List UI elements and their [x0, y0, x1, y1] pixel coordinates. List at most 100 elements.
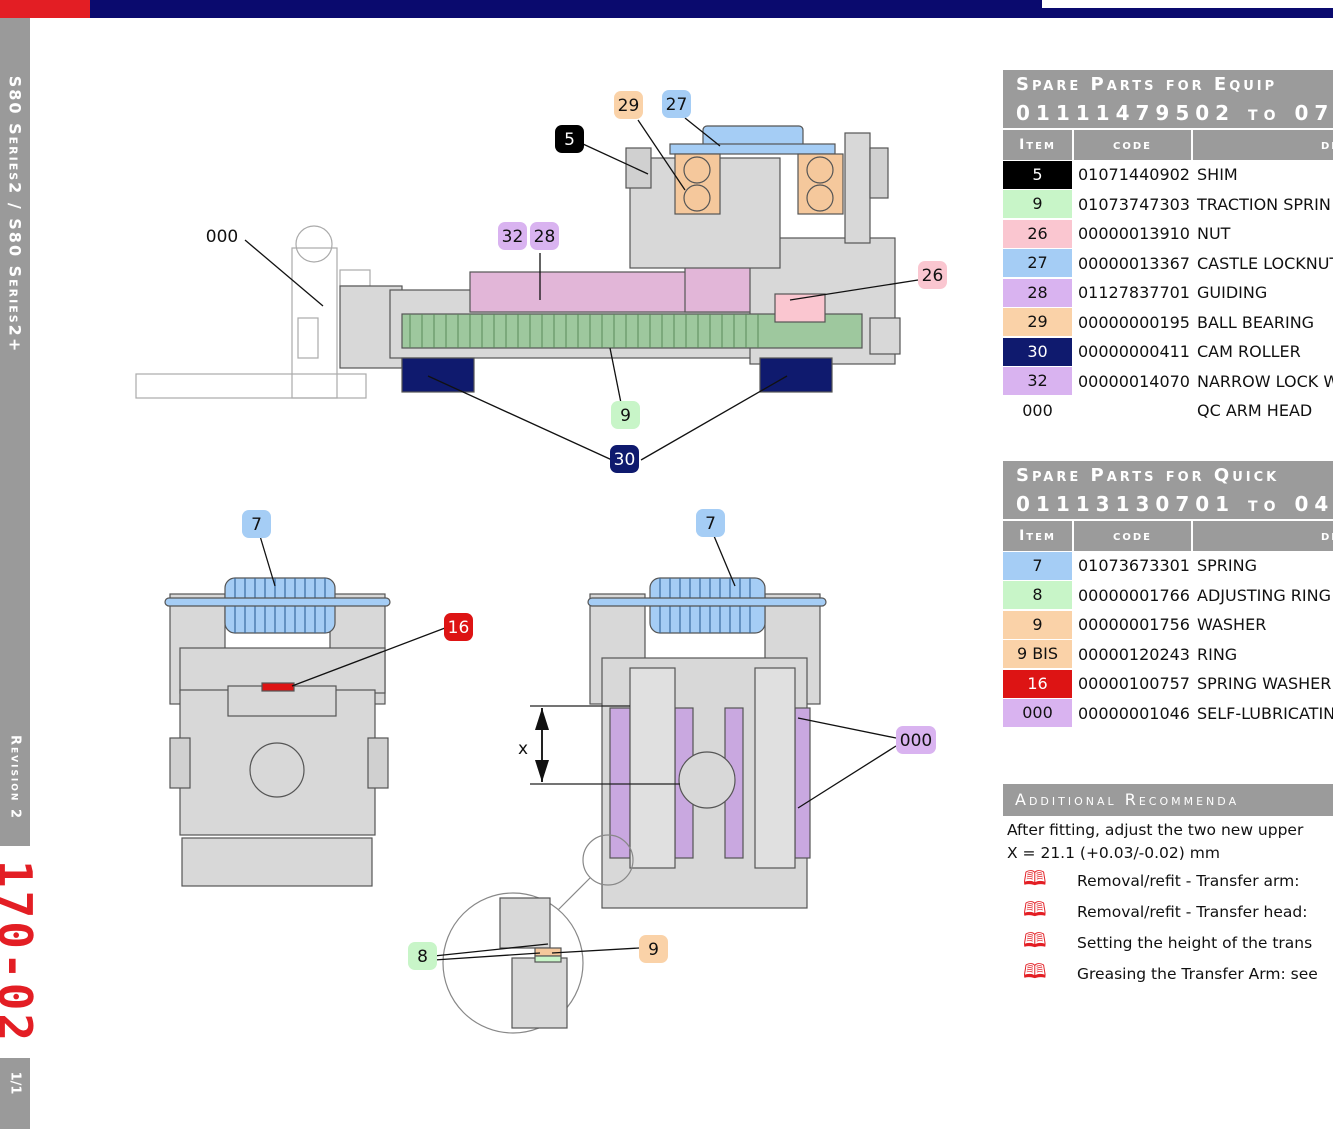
table1-range: 01111479502 to 07 [1016, 101, 1333, 125]
part-description: CASTLE LOCKNUT [1197, 253, 1333, 273]
book-icon: 🕮 [1023, 896, 1047, 921]
svg-text:32: 32 [502, 227, 524, 247]
part-code: 00000014070 [1078, 371, 1190, 391]
callout-5: 5 [555, 125, 584, 153]
callout-arm-head: 000 [206, 227, 238, 247]
parts-row: 9 01073747303 TRACTION SPRIN [1003, 190, 1333, 220]
item-badge: 9 [1003, 190, 1072, 219]
item-badge: 7 [1003, 551, 1072, 580]
part-description: RING [1197, 644, 1238, 664]
callout-28: 28 [530, 222, 559, 250]
part-description: SHIM [1197, 165, 1238, 185]
top-banner-red-block [0, 0, 90, 18]
table1-body: 5 01071440902 SHIM 9 01073747303 TRACTION SPR… [1003, 160, 1333, 426]
item-badge: 16 [1003, 669, 1072, 698]
part-description: SPRING [1197, 556, 1258, 576]
spare-parts-table-equipment: Spare Parts for Equip 01111479502 to 07 … [1003, 70, 1333, 426]
table2-column-headers: Item code de [1003, 519, 1333, 551]
col-item: Item [1003, 521, 1074, 551]
page-count: 1/1 [7, 1071, 23, 1095]
item-badge: 27 [1003, 249, 1072, 278]
item-badge: 000 [1003, 699, 1072, 728]
callout-7-right: 7 [696, 509, 725, 537]
svg-text:9: 9 [648, 940, 659, 960]
part-description: QC ARM HEAD [1197, 401, 1313, 421]
table1-title: Spare Parts for Equip [1016, 74, 1278, 95]
part-description: TRACTION SPRIN [1197, 194, 1331, 214]
svg-text:30: 30 [614, 450, 636, 470]
part-code: 01073747303 [1078, 194, 1190, 214]
table1-column-headers: Item code de [1003, 128, 1333, 160]
part-description: BALL BEARING [1197, 312, 1315, 332]
table2-range: 01113130701 to 04 [1016, 492, 1333, 516]
svg-text:26: 26 [922, 266, 944, 286]
reference-link-label: Removal/refit - Transfer head: [1077, 902, 1308, 921]
part-code: 00000001046 [1078, 703, 1190, 723]
exploded-drawing: 5 29 27 32 28 26 9 30 000 [135, 90, 947, 1034]
svg-text:7: 7 [705, 514, 716, 534]
item-badge: 9 BIS [1003, 640, 1072, 669]
item-badge: 9 [1003, 610, 1072, 639]
spring-assembly-left-drawing [164, 577, 391, 887]
svg-text:29: 29 [618, 96, 640, 116]
item-badge: 5 [1003, 160, 1072, 189]
callout-26: 26 [918, 261, 947, 289]
reference-link-label: Greasing the Transfer Arm: see [1077, 964, 1318, 983]
svg-text:28: 28 [534, 227, 556, 247]
recommendations-line-1: After fitting, adjust the two new upper [1007, 821, 1304, 839]
reference-link[interactable]: 🕮 Setting the height of the trans [1003, 927, 1333, 958]
part-code: 00000001766 [1078, 585, 1190, 605]
dimension-x-label: x [518, 739, 528, 759]
book-icon: 🕮 [1023, 927, 1047, 952]
spare-parts-table-quick-change: Spare Parts for Quick 01113130701 to 04 … [1003, 461, 1333, 728]
reference-link[interactable]: 🕮 Removal/refit - Transfer head: [1003, 896, 1333, 927]
part-description: SELF-LUBRICATIN [1197, 703, 1333, 723]
recommendations-text: After fitting, adjust the two new upper … [1003, 819, 1333, 865]
callout-16: 16 [444, 613, 473, 641]
table1-header: Spare Parts for Equip 01111479502 to 07 [1003, 70, 1333, 128]
top-banner-white-block [1042, 0, 1333, 8]
part-description: GUIDING [1197, 283, 1268, 303]
svg-text:27: 27 [666, 95, 688, 115]
reference-link[interactable]: 🕮 Removal/refit - Transfer arm: [1003, 865, 1333, 896]
svg-text:7: 7 [251, 515, 262, 535]
page-code-box [0, 846, 30, 1058]
col-code: code [1074, 521, 1193, 551]
item-badge: 30 [1003, 337, 1072, 366]
part-code: 00000013910 [1078, 224, 1190, 244]
callout-badges: 5 29 27 32 28 26 9 30 000 [206, 90, 947, 970]
reference-link[interactable]: 🕮 Greasing the Transfer Arm: see [1003, 958, 1333, 989]
part-code: 00000000195 [1078, 312, 1190, 332]
series-title: S80 Series2 / S80 Series2+ [5, 75, 25, 354]
part-code: 00000001756 [1078, 615, 1190, 635]
table2-title: Spare Parts for Quick [1016, 465, 1280, 486]
item-badge: 29 [1003, 308, 1072, 337]
book-icon: 🕮 [1023, 958, 1047, 983]
revision-label: Revision 2 [7, 734, 23, 821]
callout-27: 27 [662, 90, 691, 118]
item-badge: 28 [1003, 278, 1072, 307]
part-description: CAM ROLLER [1197, 342, 1301, 362]
col-code: code [1074, 130, 1193, 160]
col-desc: de [1321, 137, 1333, 153]
callout-32: 32 [498, 222, 527, 250]
item-badge: 8 [1003, 581, 1072, 610]
part-code: 01071440902 [1078, 165, 1190, 185]
col-desc: de [1321, 528, 1333, 544]
item-badge: 000 [1003, 396, 1072, 425]
callout-9-detail: 9 [639, 935, 668, 963]
part-description: SPRING WASHER [1197, 674, 1332, 694]
svg-text:000: 000 [900, 731, 932, 751]
callout-7-left: 7 [242, 510, 271, 538]
callout-9-top: 9 [611, 401, 640, 429]
callout-000-lube: 000 [896, 726, 936, 754]
reference-link-label: Removal/refit - Transfer arm: [1077, 871, 1300, 890]
